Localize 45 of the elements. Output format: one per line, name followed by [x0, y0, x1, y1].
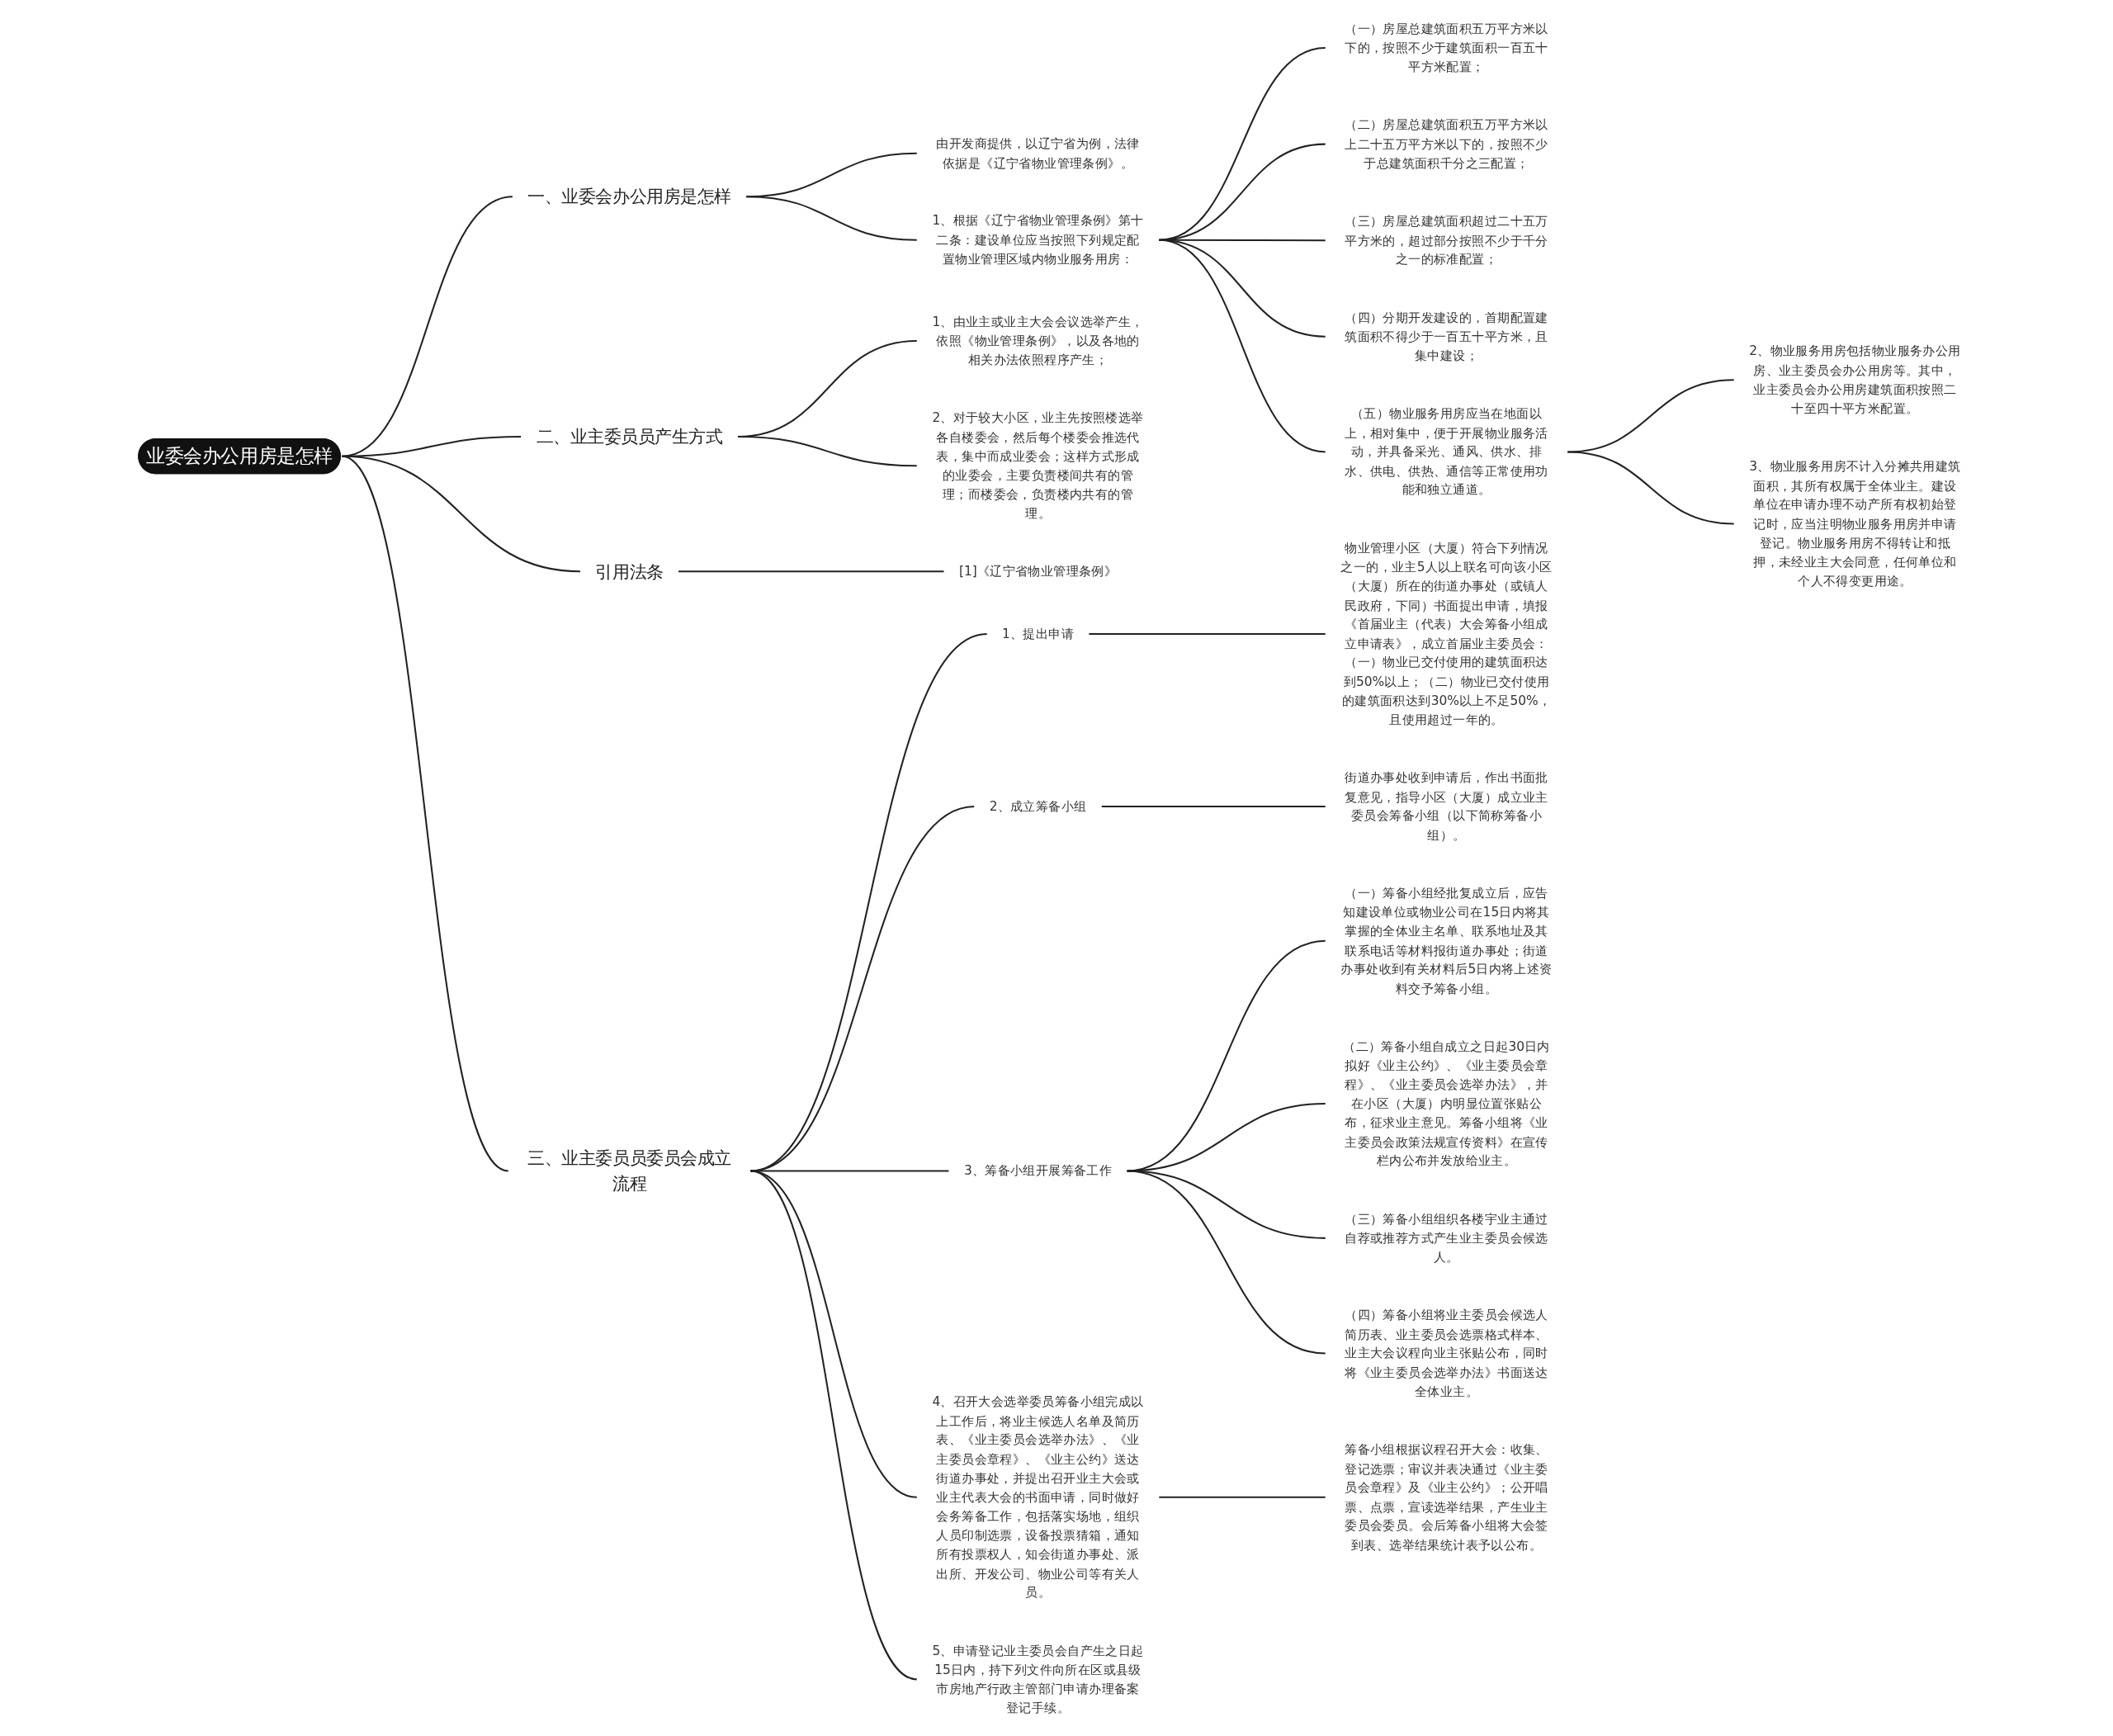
connector: [1089, 632, 1326, 635]
node-text: 筹备小组根据议程召开大会：收集、登记选票；审议并表决通过《业主委员会章程》及《业主公约》；公开唱票、点票，宣读选举结果，产生业主委员会委员。会后筹备小组将大会签到表、选举结果统计表予以公布。: [1345, 1441, 1548, 1553]
connector: [750, 805, 975, 1171]
node-text: 二、业主委员员产生方式: [536, 426, 723, 447]
node-text: （二）筹备小组自成立之日起30日内拟好《业主公约》、《业主委员会章程》、《业主委员会选举办法》，并在小区（大厦）内明显位置张贴公布，征求业主意见。筹备小组将《业主委员会政策法规宣传资料》在宣传栏内公布并发放给业主。: [1343, 1038, 1550, 1168]
node-text: （二）房屋总建筑面积五万平方米以上二十五万平方米以下的，按照不少于总建筑面积千分之三配置；: [1345, 116, 1548, 171]
node-text: 三、业主委员员委员会成立流程: [527, 1147, 731, 1194]
node-text: 物业管理小区（大厦）符合下列情况之一的，业主5人以上联名可向该小区（大厦）所在的街道办事处（或镇人民政府，下同）书面提出申请，填报《首届业主（代表）大会筹备小组成立申请表》，成立首届业主委员会：（一）物业已交付使用的建筑面积达到50%以上；（二）物业已交付使用的建筑面积达到30%以上不足50%，且使用超过一年的。: [1340, 539, 1553, 727]
connector: [1159, 46, 1326, 241]
connector: [737, 435, 917, 466]
connector: [341, 455, 509, 1171]
connector: [1159, 1496, 1326, 1498]
node-text: 街道办事处收到申请后，作出书面批复意见，指导小区（大厦）成立业主委员会筹备小组（以下简称筹备小组）。: [1345, 769, 1548, 843]
node-text: 4、召开大会选举委员筹备小组完成以上工作后，将业主候选人名单及简历表、《业主委员会选举办法》、《业主委员会章程》、《业主公约》送达街道办事处，并提出召开业主大会或业主代表大会的书面申请，同时做好会务筹备工作，包括落实场地，组织人员印制选票，设备投票猜箱，通知所有投票权人，知会街道办事处、派出所、开发公司、物业公司等有关人员。: [932, 1393, 1144, 1600]
node-text: （四）分期开发建设的，首期配置建筑面积不得少于一百五十平方米，且集中建设；: [1345, 309, 1548, 363]
node-text: 3、筹备小组开展筹备工作: [963, 1162, 1113, 1178]
node-text: 5、申请登记业主委员会自产生之日起15日内，持下列文件向所在区或县级市房地产行政主管部门申请办理备案登记手续。: [932, 1642, 1144, 1715]
connector: [1159, 239, 1326, 452]
node-text: 1、提出申请: [1002, 625, 1074, 641]
connector: [1567, 450, 1734, 525]
node-text: 1、根据《辽宁省物业管理条例》第十二条：建设单位应当按照下列规定配置物业管理区域内物业服务用房：: [932, 212, 1144, 267]
node-text: 1、由业主或业主大会会议选举产生，依照《物业管理条例》，以及各地的相关办法依照程序产生；: [932, 313, 1144, 367]
node-text: [1]《辽宁省物业管理条例》: [958, 563, 1118, 579]
connector: [749, 1170, 918, 1680]
connector: [1101, 805, 1326, 807]
node-text: （一）筹备小组经批复成立后，应告知建设单位或物业公司在15日内将其掌握的全体业主名单、联系地址及其联系电话等材料报街道办事处；街道办事处收到有关材料后5日内将上述资料交予筹备小组。: [1340, 884, 1553, 996]
node-text: 引用法条: [595, 561, 664, 582]
node-text: （一）房屋总建筑面积五万平方米以下的，按照不少于建筑面积一百五十平方米配置；: [1345, 20, 1548, 74]
node-text: 3、物业服务用房不计入分摊共用建筑面积，其所有权属于全体业主。建设单位在申请办理不动产所有权初始登记时，应当注明物业服务用房并申请登记。物业服务用房不得转让和抵押，未经业主大会同意，任何单位和个人不得变更用途。: [1749, 458, 1961, 589]
connector: [1127, 1169, 1326, 1355]
connector: [750, 1169, 949, 1171]
node-text: 由开发商提供，以辽宁省为例，法律依据是《辽宁省物业管理条例》。: [936, 135, 1140, 170]
node-text: （五）物业服务用房应当在地面以上，相对集中，便于开展物业服务活动，并具备采光、通风、供水、排水、供电、供热、通信等正常使用功能和独立通道。: [1345, 405, 1548, 498]
node-text: 2、对于较大小区，业主先按照楼选举各自楼委会，然后每个楼委会推选代表，集中而成业委会；这样方式形成的业委会，主要负责楼间共有的管理；而楼委会，负责楼内共有的管理。: [932, 409, 1144, 521]
connector: [749, 632, 988, 1171]
node-text: 2、物业服务用房包括物业服务办公用房、业主委员会办公用房等。其中，业主委员会办公用房建筑面积按照二十至四十平方米配置。: [1749, 343, 1961, 416]
connector: [746, 195, 917, 241]
connector: [1127, 1169, 1326, 1239]
node-text: （四）筹备小组将业主委员会候选人简历表、业主委员会选票格式样本、业主大会议程向业主张贴公布，同时将《业主委员会选举办法》书面送达全体业主。: [1345, 1307, 1548, 1399]
connector: [342, 195, 513, 457]
connector: [678, 570, 944, 572]
node-text: （三）筹备小组组织各楼宇业主通过自荐或推荐方式产生业主委员会候选人。: [1345, 1210, 1548, 1265]
node-text: 一、业委会办公用房是怎样: [527, 186, 731, 206]
node-text: 2、成立筹备小组: [989, 797, 1087, 814]
node-text: （三）房屋总建筑面积超过二十五万平方米的，超过部分按照不少于千分之一的标准配置；: [1345, 213, 1548, 267]
